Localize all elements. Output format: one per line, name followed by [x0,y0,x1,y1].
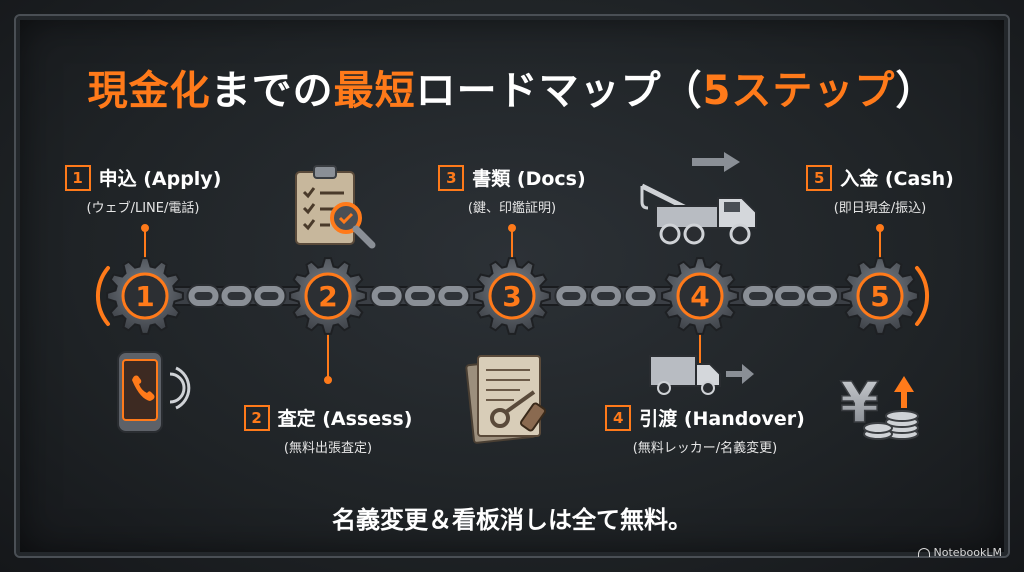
gear-number: 1 [135,280,154,313]
chain-link-hole [260,292,279,300]
truck-icon [649,355,754,395]
step-4-detail: (無料レッカー/名義変更) [632,441,778,456]
phone-icon [117,351,191,433]
step-2-detail: (無料出張査定) [283,441,373,456]
gear-hub [488,272,536,320]
step-2-number: 2 [243,404,270,431]
chain-link-hole [377,292,396,300]
gear-hub [121,272,169,320]
title-part-2: までの [210,68,334,114]
connector-lines [141,224,884,384]
gear-number: 3 [502,280,521,313]
title-part-4: ロードマップ（ [415,68,703,114]
chain-link-hole [813,292,831,300]
title-part-3: 最短 [333,68,416,114]
documents-key-icon [465,355,547,444]
step-3-number: 3 [438,164,465,191]
gear-hub [856,272,904,320]
title-part-1: 現金化 [87,68,211,114]
chain-link-hole [749,292,767,300]
title-part-5: 5ステップ [702,68,896,114]
highlight-arcs [96,266,929,326]
gear-number: 2 [318,280,337,313]
step-3-label: 3 書類 (Docs) (鍵、印鑑証明) [412,164,612,216]
step-4-name: 引渡 (Handover) [639,408,805,430]
yen-coins-icon: ¥ [839,370,919,440]
page-title: 現金化までの最短ロードマップ（5ステップ） [0,58,1024,116]
gear-number: 5 [870,280,889,313]
title-part-6: ） [895,68,937,114]
chain-link-hole [227,292,246,300]
step-2-label: 2 査定 (Assess) (無料出張査定) [228,404,428,456]
notebooklm-logo-icon [917,548,930,557]
step-1-number: 1 [64,164,91,191]
panel-frame [14,14,1010,558]
chain-link-hole [562,292,581,300]
step-5-number: 5 [806,164,833,191]
gear-hub [676,272,724,320]
chain-link-hole [781,292,799,300]
chain-link-hole [411,292,429,300]
step-4-number: 4 [605,404,632,431]
step-4-label: 4 引渡 (Handover) (無料レッカー/名義変更) [590,404,820,456]
chain-link-hole [597,292,615,300]
brand-name: NotebookLM [933,546,1002,559]
footer-note: 名義変更＆看板消しは全て無料。 [332,506,692,534]
step-5-detail: (即日現金/振込) [833,201,927,216]
chain-link-hole [631,292,650,300]
brand-watermark: NotebookLM [917,546,1002,559]
step-1-label: 1 申込 (Apply) (ウェブ/LINE/電話) [48,164,238,216]
step-5-label: 5 入金 (Cash) (即日現金/振込) [780,164,980,216]
clipboard-search-icon [295,165,376,249]
step-5-name: 入金 (Cash) [840,168,954,190]
gear-4: 4 [661,257,739,335]
gear-number: 4 [690,280,709,313]
gear-5: 5 [841,257,919,335]
gear-hub [304,272,352,320]
gear-2: 2 [289,257,367,335]
chain-link-hole [444,292,463,300]
step-3-detail: (鍵、印鑑証明) [467,201,557,216]
step-1-detail: (ウェブ/LINE/電話) [86,201,200,216]
step-2-name: 査定 (Assess) [277,408,413,430]
step-1-name: 申込 (Apply) [98,168,222,190]
step-3-name: 書類 (Docs) [472,168,586,190]
tow-truck-icon [640,152,757,245]
chain-link-hole [194,292,213,300]
gear-1: 1 [106,257,184,335]
gear-3: 3 [473,257,551,335]
